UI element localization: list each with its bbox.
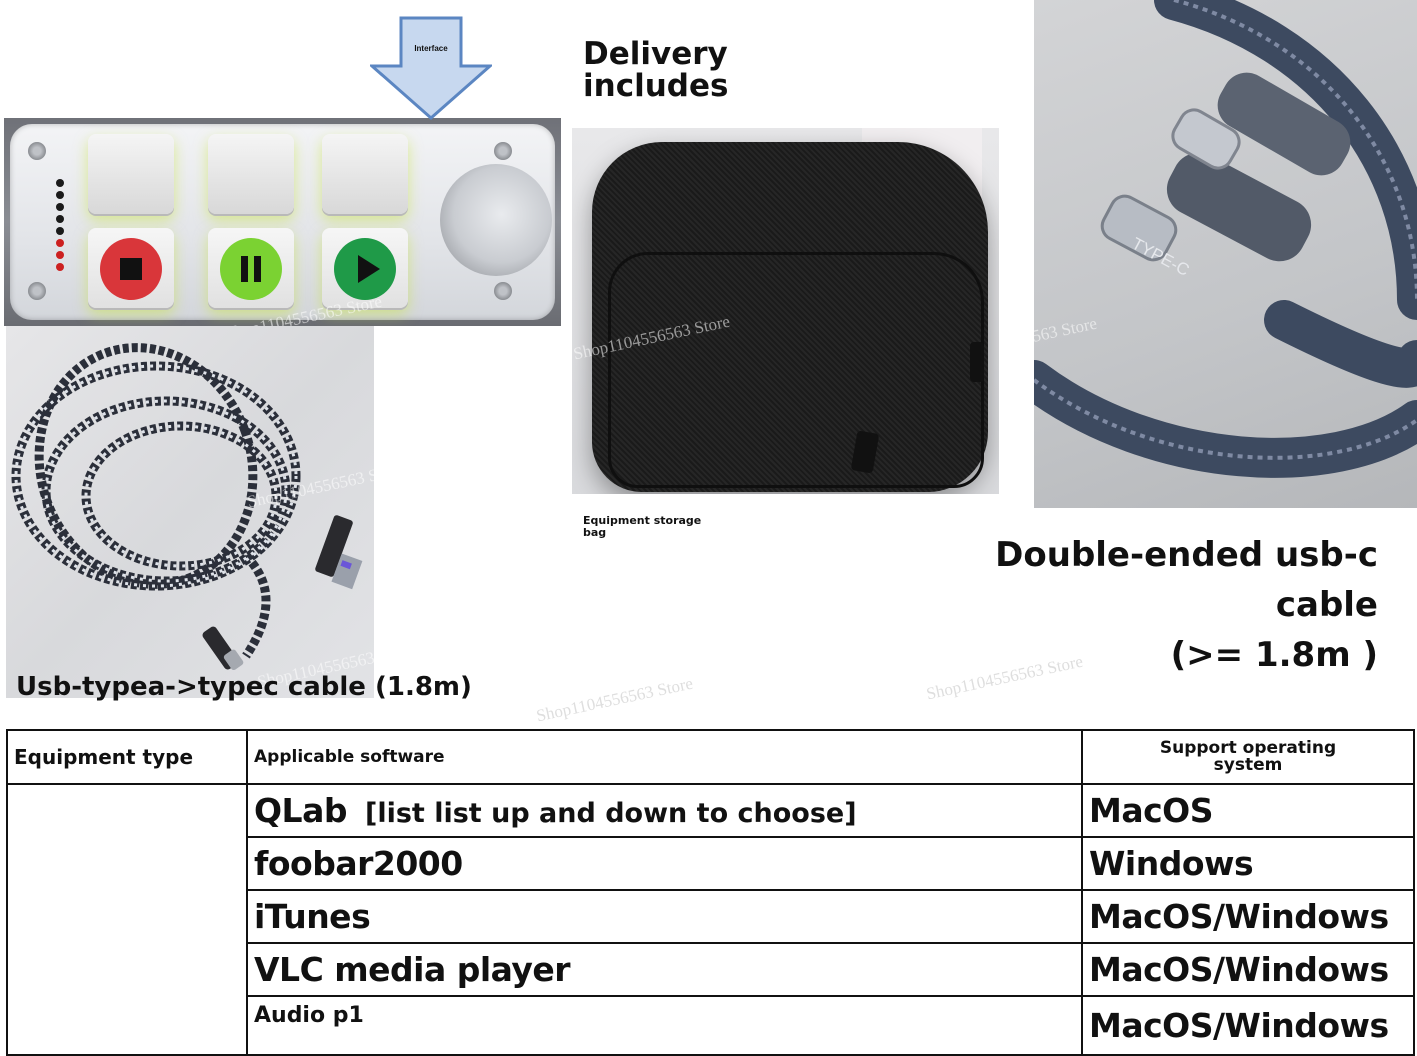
key-top-1 [88, 134, 174, 214]
usb-c-cable-label-line2: (>= 1.8m ) [1170, 635, 1378, 675]
usb-c-cable-label: Double-ended usb-c cable (>= 1.8m ) [900, 530, 1378, 680]
os-cell: MacOS/Windows [1081, 889, 1415, 944]
coiled-cable-icon [11, 343, 363, 671]
storage-bag-label: Equipment storage bag [583, 515, 713, 539]
interface-arrow: Interface [368, 16, 494, 120]
key-top-3 [322, 134, 408, 214]
led-indicator-column [56, 179, 66, 275]
header-equipment-type: Equipment type [6, 729, 248, 785]
usb-a-cable-label: Usb-typea->typec cable (1.8m) [16, 672, 472, 702]
equipment-type-cell [6, 783, 248, 1056]
screw-icon [494, 282, 512, 300]
down-arrow-icon [368, 16, 494, 120]
table-row: VLC media player MacOS/Windows [7, 942, 1415, 997]
os-cell: MacOS [1081, 783, 1415, 838]
storage-bag [592, 142, 988, 492]
table-row: foobar2000 Windows [7, 836, 1415, 891]
device-photo: Shop1104556563 Store [4, 118, 561, 326]
software-cell: foobar2000 [246, 836, 1083, 891]
software-cell: iTunes [246, 889, 1083, 944]
software-cell: VLC media player [246, 942, 1083, 997]
watermark: Shop1104556563 Store [534, 673, 695, 726]
usb-c-cable-label-line1: Double-ended usb-c cable [995, 535, 1378, 625]
storage-bag-photo: Shop1104556563 Store [572, 128, 999, 494]
header-support-os: Support operating system [1081, 729, 1415, 785]
key-top-2 [208, 134, 294, 214]
usb-a-cable-photo: Shop1104556563 Store Shop1104556563 Stor… [6, 326, 374, 698]
software-cell: QLab[list list up and down to choose] [246, 783, 1083, 838]
rotary-knob [440, 164, 552, 276]
table-row: iTunes MacOS/Windows [7, 889, 1415, 944]
usb-c-cable-icon: TYPE-C [1034, 0, 1417, 478]
screw-icon [28, 142, 46, 160]
usb-c-cable-photo: TYPE-C Shop1104556563 Store [1034, 0, 1417, 508]
compatibility-table: Equipment type Applicable software Suppo… [6, 729, 1415, 1056]
header-applicable-software: Applicable software [246, 729, 1083, 785]
delivery-heading: Delivery includes [583, 38, 728, 102]
play-key [322, 228, 408, 308]
screw-icon [28, 282, 46, 300]
storage-bag-label-line2: bag [583, 526, 607, 539]
delivery-heading-line1: Delivery [583, 36, 728, 72]
table-row: QLab[list list up and down to choose] Ma… [6, 783, 1415, 1056]
software-cell: Audio p1 [246, 995, 1083, 1056]
storage-bag-label-line1: Equipment storage [583, 514, 702, 527]
pause-key [208, 228, 294, 308]
device-body [10, 124, 555, 320]
delivery-heading-line2: includes [583, 68, 729, 104]
table-row: Audio p1 MacOS/Windows [7, 995, 1415, 1056]
play-button-icon [334, 238, 396, 300]
zipper-pull-icon [970, 342, 984, 382]
os-cell: MacOS/Windows [1081, 942, 1415, 997]
stop-key [88, 228, 174, 308]
screw-icon [494, 142, 512, 160]
os-cell: MacOS/Windows [1081, 995, 1415, 1056]
interface-label: Interface [414, 44, 448, 53]
pause-button-icon [220, 238, 282, 300]
stop-button-icon [100, 238, 162, 300]
os-cell: Windows [1081, 836, 1415, 891]
table-header-row: Equipment type Applicable software Suppo… [6, 729, 1415, 785]
